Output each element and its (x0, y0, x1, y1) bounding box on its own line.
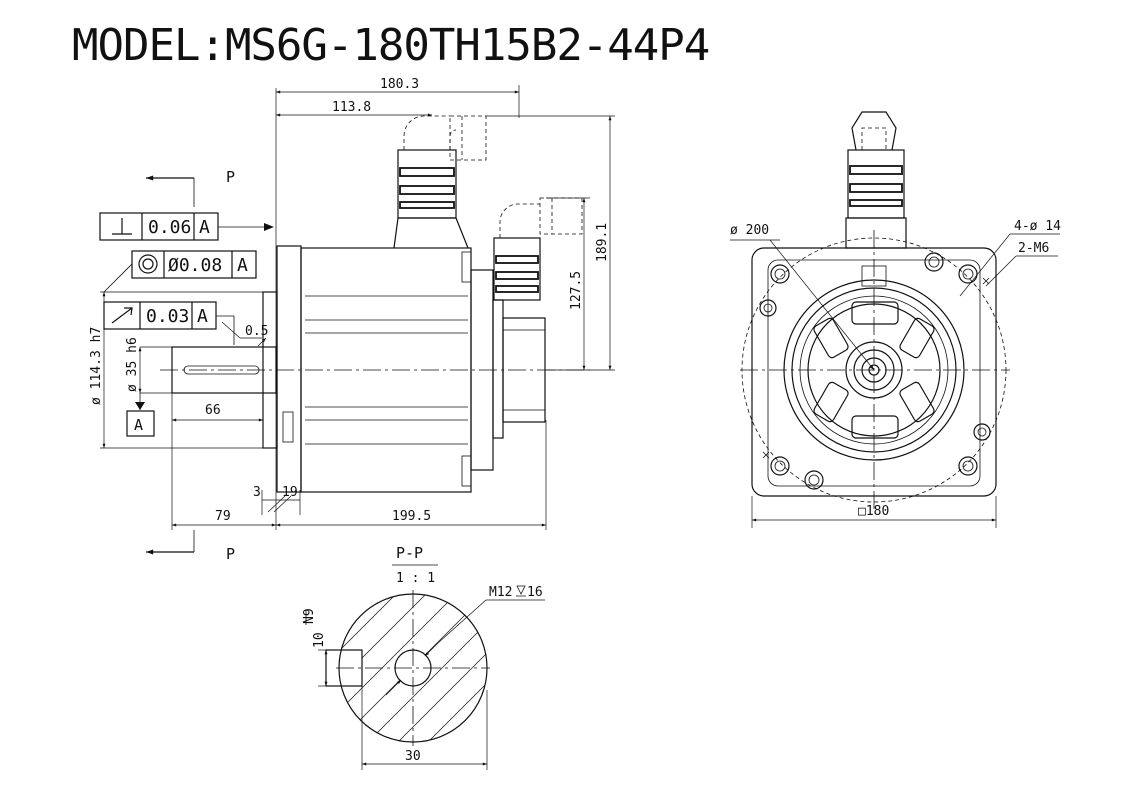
runout-icon (111, 307, 133, 324)
motor-flange (276, 245, 302, 493)
dim-through-holes: 4-ø 14 (1014, 219, 1061, 234)
section-marker-top: P (226, 168, 235, 186)
dim-overall-top: 180.3 (380, 77, 419, 92)
dim-flange-gap: 0.5 (245, 324, 268, 339)
shaft-keyway (183, 365, 260, 375)
gdt-runout-datum: A (197, 306, 208, 327)
encoder-connector (493, 197, 583, 301)
side-view: 180.3 113.8 189.1 127.5 ø 114.3 h7 ø 35 … (89, 77, 615, 563)
mounting-holes (759, 252, 991, 490)
dim-square: □180 (858, 504, 889, 519)
section-title: P-P (396, 544, 423, 562)
power-connector (393, 115, 487, 249)
gdt-perp-tol: 0.06 (148, 217, 191, 238)
datum-a-box (126, 410, 155, 437)
gdt-perpendicularity: 0.06 A (99, 212, 274, 241)
dim-tapped-holes: 2-M6 (1018, 241, 1049, 256)
dim-shaft-length: 66 (205, 403, 221, 418)
dim-encoder-height: 127.5 (569, 271, 584, 310)
dim-tapped-thread: M12 (489, 585, 512, 600)
dim-flange-19: 19 (282, 485, 298, 500)
encoder-pockets (813, 301, 935, 439)
gdt-runout-tol: 0.03 (146, 306, 189, 327)
section-marker-bottom: P (226, 545, 235, 563)
dim-flange-3: 3 (253, 485, 261, 500)
dim-shaft-total: 79 (215, 509, 231, 524)
dim-connector-height: 189.1 (595, 223, 610, 262)
concentricity-icon (138, 254, 158, 274)
section-view: P-P 1 : 1 (302, 544, 545, 770)
dim-pcd: ø 200 (730, 223, 769, 238)
dim-body-length: 199.5 (392, 509, 431, 524)
model-title: MODEL:MS6G-180TH15B2-44P4 (72, 20, 709, 71)
flange-tab (282, 411, 294, 443)
dim-shaft-diameter: ø 35 h6 (125, 337, 140, 392)
section-scale: 1 : 1 (396, 571, 435, 586)
rear-step (492, 299, 504, 439)
dim-tapped-depth: 16 (527, 585, 543, 600)
gdt-conc-datum: A (237, 255, 248, 276)
dim-section-width: 30 (405, 749, 421, 764)
dim-keyway-tol: N9 (302, 608, 317, 624)
front-view: ø 200 4-ø 14 2-M6 □180 (730, 111, 1061, 528)
front-connector (845, 111, 907, 287)
dim-spigot-diameter: ø 114.3 h7 (89, 327, 104, 405)
gdt-conc-tol: Ø0.08 (168, 255, 222, 276)
encoder-cover (502, 317, 546, 423)
depth-symbol-icon (516, 585, 526, 597)
gdt-runout: 0.03 A (103, 301, 235, 345)
pcd-circle (741, 237, 1007, 503)
gdt-perp-datum: A (199, 217, 210, 238)
dim-connector-position: 113.8 (332, 100, 371, 115)
datum-a-label: A (134, 416, 143, 434)
dim-keyway-depth: 10 (312, 632, 327, 648)
gdt-concentricity: Ø0.08 A (103, 250, 257, 293)
front-flange-square (751, 247, 997, 497)
